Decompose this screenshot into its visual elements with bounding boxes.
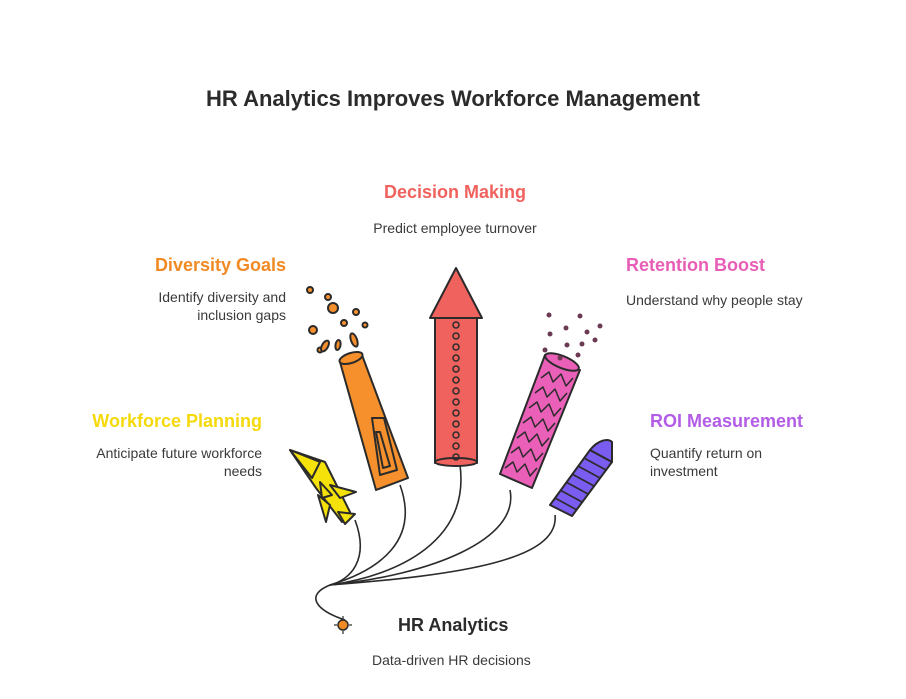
yellow-rocket-icon: [289, 449, 357, 525]
fuse-to-pink: [329, 489, 512, 586]
retention-boost-heading: Retention Boost: [626, 255, 765, 275]
hr-analytics-heading: HR Analytics: [398, 615, 509, 635]
roi-measurement-description-line1: Quantify return on: [650, 445, 763, 461]
roi-measurement-heading: ROI Measurement: [650, 411, 804, 431]
workforce-planning-heading: Workforce Planning: [92, 411, 262, 431]
workforce-planning-description-line2: needs: [223, 463, 262, 479]
decision-making-description: Predict employee turnover: [373, 220, 537, 236]
retention-boost-description: Understand why people stay: [626, 292, 803, 308]
red-tall-rocket-icon: [429, 267, 483, 467]
fuse-to-red: [329, 464, 462, 586]
roi-measurement-description-line2: investment: [650, 463, 718, 479]
workforce-planning-description-line1: Anticipate future workforce: [96, 445, 262, 461]
fuse-spark-icon: [334, 616, 352, 634]
orange-cone-firework-icon: [306, 286, 409, 491]
diversity-goals-heading: Diversity Goals: [154, 255, 286, 275]
fuse-to-orange: [329, 484, 406, 586]
decision-making-heading: Decision Making: [383, 182, 527, 202]
diversity-goals-description-line1: Identify diversity and: [158, 289, 286, 305]
fuse-to-yellow: [315, 519, 361, 621]
page-title: HR Analytics Improves Workforce Manageme…: [206, 86, 700, 111]
fuse-to-purple: [329, 514, 556, 586]
fuse-lines: [315, 464, 556, 621]
purple-striped-firework-icon: [549, 439, 613, 517]
hr-analytics-description: Data-driven HR decisions: [372, 652, 531, 668]
pink-zigzag-firework-icon: [499, 312, 603, 489]
diversity-goals-description-line2: inclusion gaps: [197, 307, 286, 323]
